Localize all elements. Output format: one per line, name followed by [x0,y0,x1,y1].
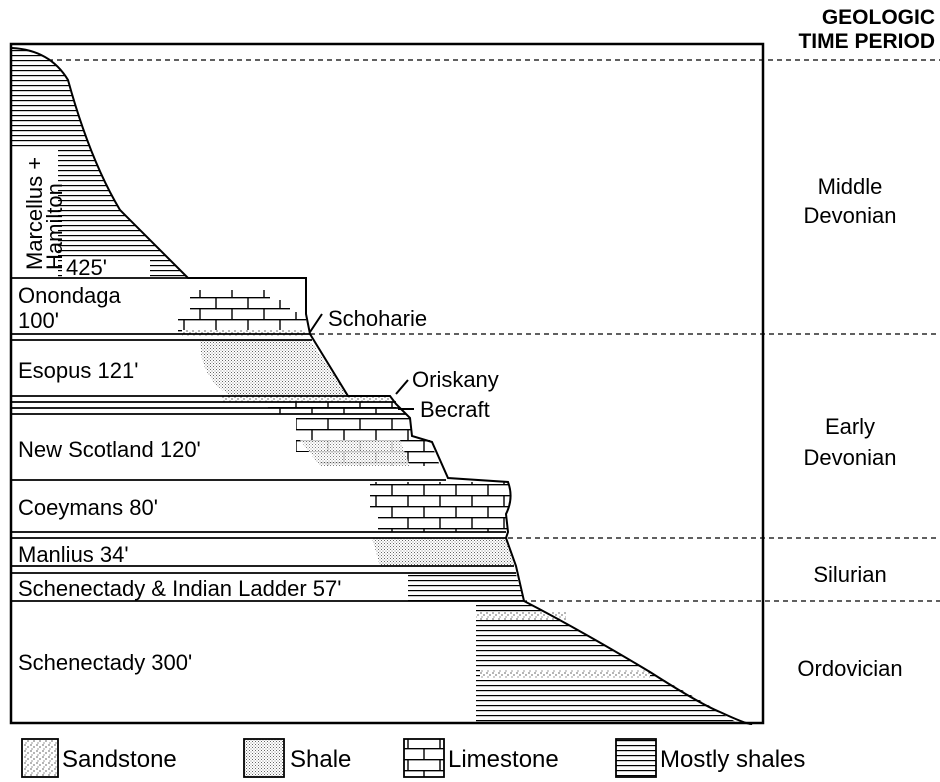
oriskany-unit [222,396,390,402]
schoharie-pointer [309,313,323,333]
label-manlius: Manlius 34' [18,542,129,567]
manlius-unit [372,538,514,566]
schoharie-unit [182,330,306,336]
label-marcellus-1: Marcellus + [22,157,47,270]
onondaga-unit [178,278,306,335]
rock-profile [11,47,753,726]
label-schenectady-indian: Schenectady & Indian Ladder 57' [18,576,341,601]
label-onondaga-2: 100' [18,308,59,333]
legend-sandstone-swatch [21,738,59,778]
legend-mostly-shales-swatch [615,738,657,778]
legend: Sandstone Shale Limestone Mostly shales [21,738,805,778]
coeymans-unit [370,482,510,532]
period-silurian: Silurian [813,562,886,587]
oriskany-pointer [395,379,409,395]
label-new-scotland: New Scotland 120' [18,437,201,462]
legend-shale-swatch [243,738,285,778]
period-middle-devonian-2: Devonian [804,203,897,228]
legend-shale-label: Shale [290,746,351,773]
header-line-2: TIME PERIOD [798,30,935,53]
label-marcellus-thickness: 425' [66,255,107,280]
esopus-unit [200,340,348,396]
schenectady-unit [476,601,750,725]
profile-outline [11,47,753,726]
legend-limestone-swatch [403,738,445,778]
label-oriskany: Oriskany [412,367,499,392]
layer-boundaries [12,277,524,602]
label-schenectady: Schenectady 300' [18,650,192,675]
period-early-devonian-2: Devonian [804,445,897,470]
label-marcellus-2: Hamilton [42,183,67,270]
label-esopus: Esopus 121' [18,358,138,383]
header-line-1: GEOLOGIC [822,6,935,29]
label-coeymans: Coeymans 80' [18,495,158,520]
label-schoharie: Schoharie [328,306,427,331]
period-ordovician: Ordovician [797,656,902,681]
legend-mostly-shales-label: Mostly shales [660,746,805,773]
diagram-frame [9,42,765,725]
schenectady-indian-unit [408,574,524,601]
period-early-devonian-1: Early [825,414,875,439]
label-becraft: Becraft [420,397,490,422]
label-onondaga-1: Onondaga [18,283,122,308]
legend-limestone-label: Limestone [448,746,559,773]
period-boundaries [12,59,940,602]
period-middle-devonian-1: Middle [818,174,883,199]
legend-sandstone-label: Sandstone [62,746,177,773]
